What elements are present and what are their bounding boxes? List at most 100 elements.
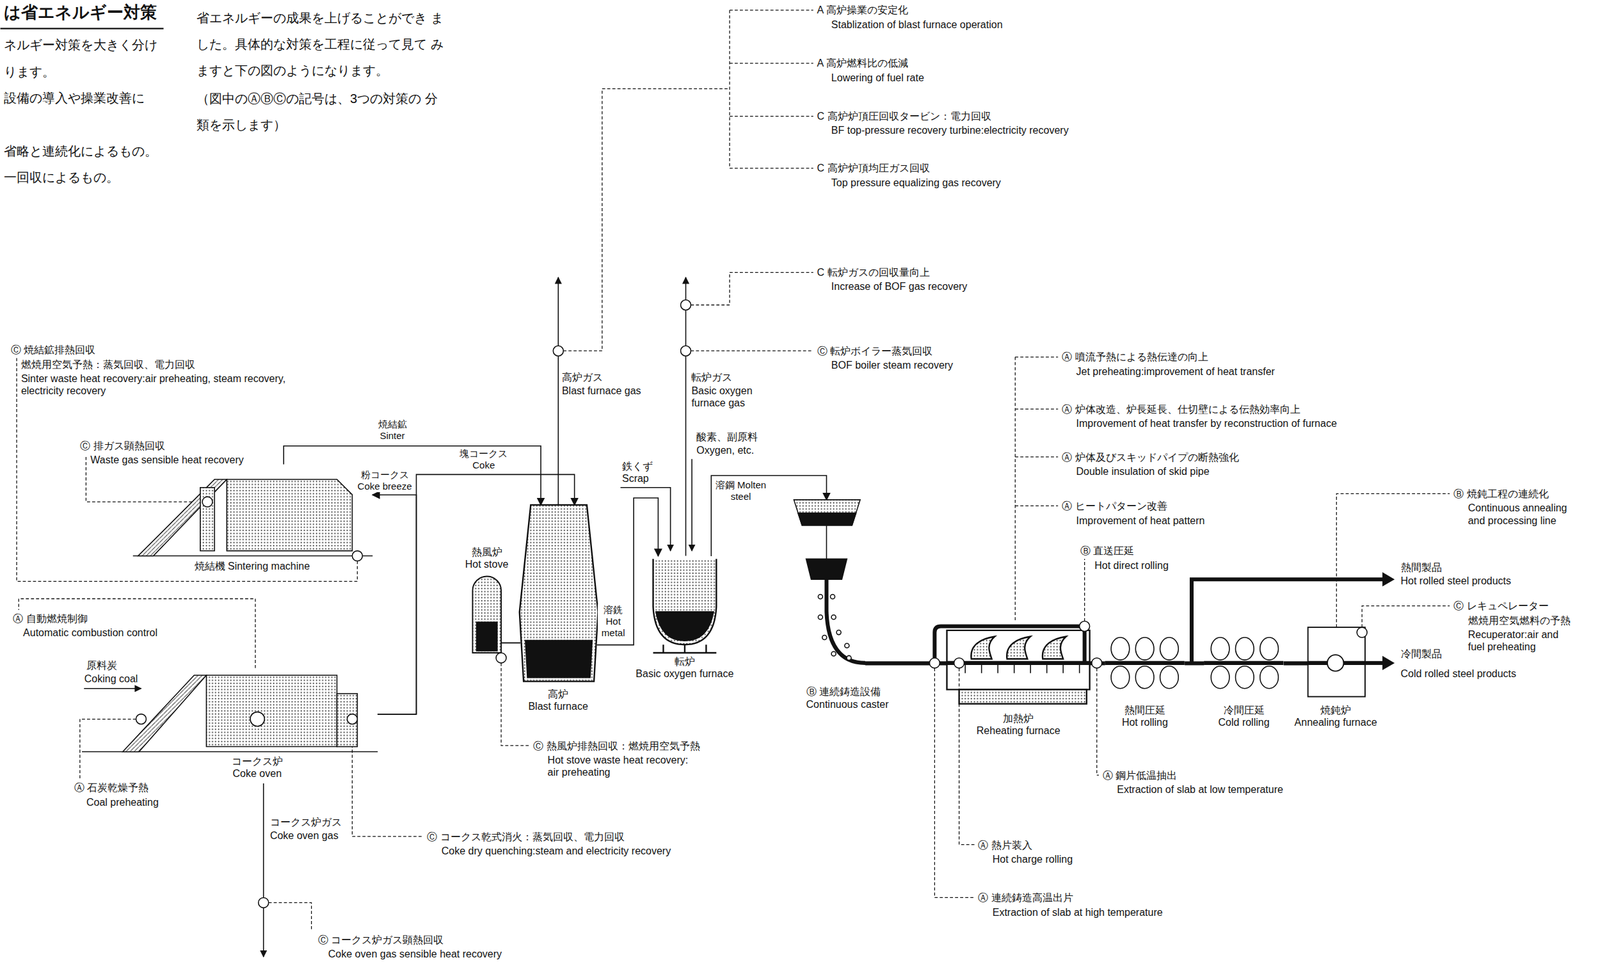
equipment-node: 転炉Basic oxygen furnace [648, 556, 721, 648]
annotation-label: Ⓑ 直送圧延 [1079, 544, 1135, 557]
flow-arrow [620, 487, 671, 552]
rolling-stand-drawing [1210, 666, 1230, 689]
continuous-caster-drawing [817, 594, 823, 600]
annotation-label: Hot stove waste heat recovery: air prehe… [547, 753, 697, 779]
leader-line [352, 724, 424, 837]
measure-point-circle [680, 345, 692, 356]
annotation-label: ネルギー対策を大きく分け [3, 37, 159, 53]
equipment-name: Blast furnace [528, 700, 588, 713]
annotation-label: Ⓐ 熱片装入 [977, 839, 1033, 852]
annotation-label: Coke oven gas [269, 829, 340, 842]
annotation-label: Increase of BOF gas recovery [830, 280, 969, 293]
hot-stove-drawing [472, 576, 502, 653]
equipment-node: 焼鈍炉Annealing furnace [1308, 627, 1366, 697]
annotation-label: Hot charge rolling [992, 853, 1074, 866]
annotation-label: Top pressure equalizing gas recovery [830, 176, 1002, 189]
annotation-label: Ⓐ 連続鋳造高温出片 [977, 891, 1074, 904]
reheating-furnace-drawing [970, 636, 995, 659]
annotation-label: 燃焼用空気予熱：蒸気回収、電力回収 [20, 358, 196, 371]
annotation-label: コークス炉ガス [269, 816, 343, 829]
annotation-label: Ⓐ 自動燃焼制御 [12, 612, 88, 625]
annotation-label: Ⓒ レキュペレーター [1452, 599, 1549, 612]
flow-label: 溶銑 Hot metal [597, 604, 629, 639]
bof-drawing [653, 558, 717, 653]
annotation-label: Blast furnace gas [561, 384, 642, 397]
continuous-caster-drawing [822, 635, 827, 640]
annotation-label: Ⓐ 炉体及びスキッドパイプの断熱強化 [1061, 451, 1240, 464]
annotation-label: Ⓒ 排ガス顕熱回収 [79, 439, 166, 452]
reheating-furnace-drawing [965, 664, 1080, 674]
equipment-name: Cold rolling [1218, 716, 1270, 729]
leader-line [690, 272, 813, 306]
rolling-stand-drawing [1111, 637, 1279, 689]
product-arrowhead [1382, 656, 1395, 671]
equipment-node: Ⓑ 連続鋳造設備Continuous caster [793, 499, 866, 665]
equipment-node: 熱風炉Hot stove [472, 576, 502, 654]
annotation-label: ります。 [3, 64, 56, 80]
bypass-and-product-line [1191, 579, 1384, 664]
continuous-caster-drawing [817, 594, 852, 661]
flow-connector [372, 494, 417, 715]
annotation-label: Lowering of fuel rate [830, 71, 925, 84]
coke-oven-drawing [250, 711, 265, 726]
continuous-caster-drawing [836, 630, 841, 635]
leader-line [1084, 558, 1085, 621]
measure-point-circle [352, 551, 363, 562]
annotation-label: Ⓐ 噴流予熱による熱伝達の向上 [1061, 350, 1209, 363]
flow-connector [597, 497, 659, 646]
annotation-label: Ⓑ 焼鈍工程の連続化 [1452, 487, 1549, 500]
measure-point-circle [954, 657, 965, 669]
annotation-label: Recuperator:air and fuel preheating [1467, 628, 1571, 653]
product-arrowhead [1382, 572, 1395, 587]
annotation-label: Basic oxygen furnace gas [690, 384, 760, 409]
rolling-stand-drawing [1260, 637, 1279, 660]
bypass-and-product-line [1365, 661, 1384, 665]
equipment-node: 高炉Blast furnace [520, 504, 598, 682]
equipment-caption: 熱風炉Hot stove [465, 545, 509, 571]
flow-arrow [83, 688, 141, 690]
continuous-caster-drawing [798, 513, 857, 526]
annotation-label: Coke oven gas sensible heat recovery [327, 947, 503, 960]
equipment-name: コークス炉 [231, 755, 283, 768]
annotation-label: （図中のⒶⒷⒸの記号は、3つの対策の 分類を示します） [195, 85, 448, 139]
equipment-name: Reheating furnace [976, 724, 1061, 737]
sintering-machine-drawing [133, 479, 374, 557]
flow-connector [1283, 661, 1309, 665]
sintering-machine-drawing [200, 487, 215, 552]
annotation-label: 冷間製品 [1400, 647, 1443, 660]
rolling-stand-drawing [1260, 666, 1279, 689]
leader-line [563, 88, 730, 352]
annotation-label: 転炉ガス [690, 371, 733, 384]
product-arrowhead [1382, 572, 1395, 671]
annotation-label: C 転炉ガスの回収量向上 [816, 266, 931, 279]
measure-point-circle [496, 652, 507, 664]
equipment-name: Hot stove [465, 558, 509, 571]
hot-stove-drawing [472, 576, 502, 653]
continuous-caster-drawing [817, 615, 823, 620]
equipment-name: Hot rolling [1121, 716, 1168, 729]
annotation-label: 燃焼用空気燃料の予熱 [1467, 614, 1572, 627]
equipment-caption: 熱間圧延Hot rolling [1121, 704, 1168, 729]
bof-drawing [653, 558, 717, 645]
annotation-label: Ⓐ 石炭乾燥予熱 [73, 781, 150, 794]
annotation-label: 高炉ガス [561, 371, 604, 384]
leader-line [729, 10, 814, 169]
sintering-machine-drawing [133, 555, 374, 557]
bypass-and-product-line [934, 579, 1384, 664]
measure-point-circle [202, 496, 213, 507]
leader-line [1096, 668, 1099, 776]
leader-line [18, 598, 256, 668]
continuous-caster-drawing [793, 499, 866, 664]
equipment-caption: 焼鈍炉Annealing furnace [1294, 704, 1378, 729]
continuous-caster-drawing [793, 499, 861, 526]
heading-rule [0, 27, 164, 29]
equipment-caption: 転炉Basic oxygen furnace [635, 655, 734, 680]
continuous-caster-drawing [830, 594, 835, 600]
continuous-caster-drawing [846, 655, 852, 660]
equipment-node: 焼結機 Sintering machine [132, 464, 373, 556]
rolling-stand-drawing [1235, 637, 1255, 660]
flow-label: 溶鋼 Molten steel [715, 479, 767, 503]
annotation-label: Scrap [621, 472, 650, 485]
annotation-label: Continuous annealing and processing line [1467, 501, 1581, 527]
annotation-label: 一回収によるもの。 [3, 169, 120, 185]
